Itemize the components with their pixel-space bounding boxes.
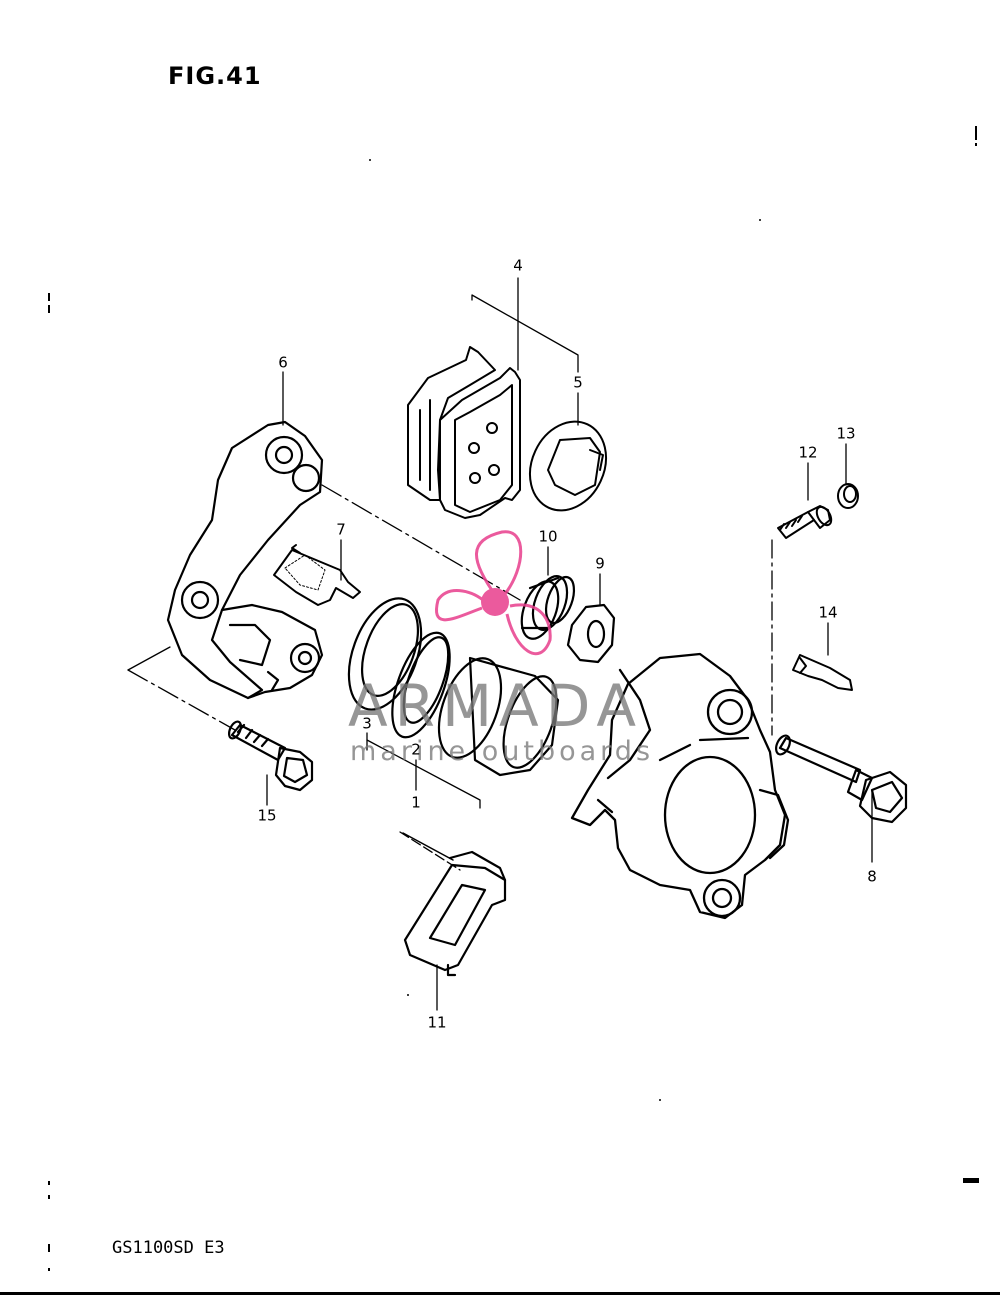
mount-bolt [227, 720, 314, 792]
watermark-tagline: marine outboards [350, 736, 655, 767]
edge-mark [963, 1178, 979, 1183]
bleeder-valve [777, 505, 833, 539]
callout-13: 13 [836, 424, 856, 443]
retaining-clip [792, 654, 853, 691]
print-specks [48, 126, 977, 1271]
callout-8: 8 [867, 867, 877, 886]
pad-retainer [402, 832, 507, 977]
callout-11: 11 [427, 1013, 447, 1032]
brake-pad-set [407, 346, 521, 519]
model-code: GS1100SD E3 [112, 1238, 225, 1258]
callout-2: 2 [411, 740, 421, 759]
callout-3: 3 [362, 714, 372, 733]
callout-12: 12 [798, 443, 818, 462]
page-border-bottom [0, 1292, 1000, 1295]
callout-15: 15 [257, 806, 277, 825]
callout-4: 4 [513, 256, 523, 275]
pad-shim [529, 420, 607, 512]
callout-6: 6 [278, 353, 288, 372]
caliper-bracket [166, 420, 324, 700]
figure-title: FIG.41 [168, 62, 262, 90]
callout-10: 10 [538, 527, 558, 546]
callout-1: 1 [411, 793, 421, 812]
callout-14: 14 [818, 603, 838, 622]
pin-bolt [775, 734, 908, 824]
piston-and-seals [347, 597, 560, 777]
leader-lines [127, 277, 873, 1011]
watermark-brand: ARMADA [348, 672, 644, 740]
propeller-icon [435, 530, 552, 656]
pad-spring [273, 544, 361, 606]
callout-9: 9 [595, 554, 605, 573]
bleeder-cap [837, 483, 859, 509]
callout-5: 5 [573, 373, 583, 392]
boot-seal [566, 603, 616, 664]
caliper-body [570, 652, 790, 920]
callout-7: 7 [336, 520, 346, 539]
